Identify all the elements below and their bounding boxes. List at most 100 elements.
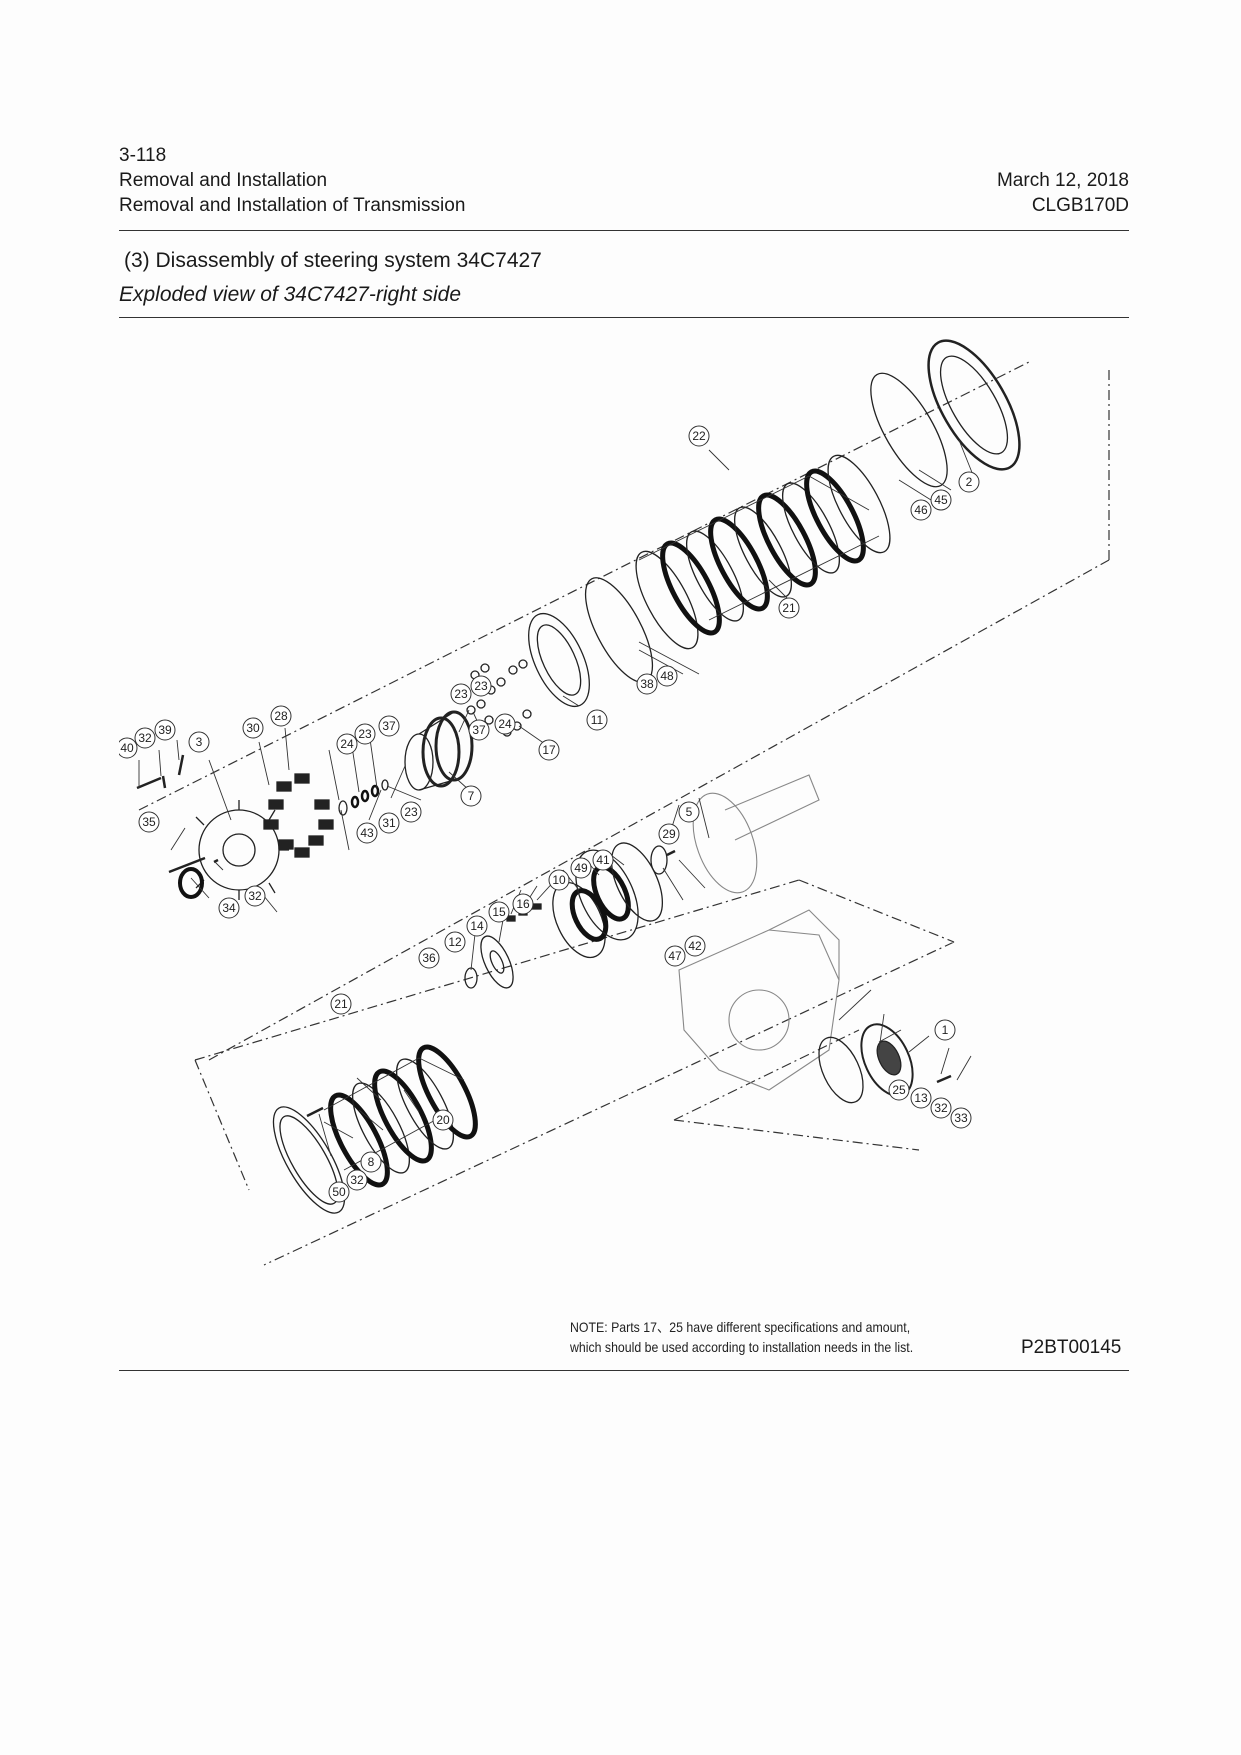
callout-23b: 23	[450, 683, 472, 705]
page-header-left: 3-118 Removal and Installation Removal a…	[119, 143, 465, 218]
callout-label: 16	[516, 897, 530, 911]
block-set-28-30	[263, 773, 334, 858]
callout-24a: 24	[336, 733, 358, 755]
callout-label: 50	[332, 1185, 346, 1199]
callout-37b: 37	[468, 719, 490, 741]
callout-label: 45	[934, 493, 948, 507]
chapter-title: Removal and Installation	[119, 170, 328, 191]
callout-label: 23	[454, 687, 468, 701]
callout-label: 23	[474, 679, 488, 693]
callout-label: 11	[591, 713, 604, 727]
callout-7: 7	[460, 785, 482, 807]
footer-divider	[119, 1370, 1129, 1371]
callout-label: 32	[350, 1173, 364, 1187]
callout-label: 29	[662, 827, 676, 841]
caption-divider	[119, 317, 1129, 318]
callout-label: 48	[660, 669, 674, 683]
callout-label: 17	[542, 743, 556, 757]
callout-20: 20	[432, 1109, 454, 1131]
housing-part-2	[927, 339, 1021, 471]
callout-31: 31	[378, 812, 400, 834]
callout-label: 37	[382, 719, 396, 733]
callout-label: 42	[688, 939, 702, 953]
callout-50: 50	[328, 1181, 350, 1203]
callout-32c: 32	[346, 1169, 368, 1191]
callout-1: 1	[934, 1019, 956, 1041]
callout-43: 43	[356, 822, 378, 844]
callout-label: 21	[334, 997, 348, 1011]
callout-32b: 32	[244, 885, 266, 907]
callout-33: 33	[950, 1107, 972, 1129]
clutch-plates-upper	[635, 454, 891, 650]
callout-17: 17	[538, 739, 560, 761]
callout-label: 40	[120, 741, 134, 755]
section-title: Removal and Installation of Transmission	[119, 195, 466, 216]
hub-part-7	[404, 710, 474, 791]
callout-label: 32	[138, 731, 152, 745]
callout-16: 16	[512, 893, 534, 915]
exploded-view-figure: .ln{fill:none;stroke:#222;stroke-width:1…	[116, 330, 1129, 1360]
note-line-2: which should be used according to instal…	[570, 1339, 914, 1355]
callout-23d: 23	[400, 801, 422, 823]
callout-label: 39	[158, 723, 172, 737]
ring-part-12	[480, 935, 514, 989]
callout-label: 34	[222, 901, 236, 915]
callout-label: 38	[640, 677, 654, 691]
callouts: 40 32 39 3 30 28 24 23 37 23 23 37 24 7 …	[116, 425, 980, 1203]
callout-label: 15	[492, 905, 506, 919]
page-number: 3-118	[119, 145, 167, 166]
callout-23c: 23	[470, 675, 492, 697]
callout-48: 48	[656, 665, 678, 687]
callout-label: 23	[404, 805, 418, 819]
callout-label: 32	[934, 1101, 948, 1115]
note-line-1: NOTE: Parts 17、25 have different specifi…	[570, 1319, 911, 1335]
callout-label: 37	[472, 723, 486, 737]
ring-part-45	[870, 372, 948, 488]
callout-label: 49	[574, 861, 588, 875]
callout-label: 30	[246, 721, 260, 735]
carrier-part-3	[178, 800, 289, 900]
callout-40: 40	[116, 737, 138, 759]
header-divider	[119, 230, 1129, 231]
figure-id: P2BT00145	[1021, 1337, 1122, 1358]
callout-label: 46	[914, 503, 928, 517]
callout-label: 23	[358, 727, 372, 741]
callout-10: 10	[548, 869, 570, 891]
callout-label: 22	[692, 429, 706, 443]
document-date: March 12, 2018	[996, 170, 1129, 191]
callout-11: 11	[586, 709, 608, 731]
callout-21b: 21	[330, 993, 352, 1015]
callout-label: 12	[448, 935, 462, 949]
callout-label: 20	[436, 1113, 450, 1127]
callout-47: 47	[664, 945, 686, 967]
callout-22: 22	[688, 425, 710, 447]
plate-part-8	[272, 1106, 346, 1214]
callout-label: 5	[686, 805, 693, 819]
callout-label: 36	[422, 951, 436, 965]
bolts	[136, 754, 952, 1118]
exploded-view-drawing: .ln{fill:none;stroke:#222;stroke-width:1…	[116, 339, 1110, 1266]
clutch-plates-lower	[323, 1044, 478, 1188]
callout-label: 32	[248, 889, 262, 903]
callout-42: 42	[684, 935, 706, 957]
callout-label: 10	[552, 873, 566, 887]
ring-part-41	[610, 842, 664, 922]
callout-37a: 37	[378, 715, 400, 737]
callout-45: 45	[930, 489, 952, 511]
ring-part-11	[528, 612, 590, 708]
callout-28: 28	[270, 705, 292, 727]
callout-label: 25	[892, 1083, 906, 1097]
callout-35: 35	[138, 811, 160, 833]
callout-label: 31	[382, 816, 396, 830]
figure-note: NOTE: Parts 17、25 have different specifi…	[570, 1317, 913, 1357]
callout-34: 34	[218, 897, 240, 919]
callout-label: 13	[914, 1091, 928, 1105]
callout-23a: 23	[354, 723, 376, 745]
callout-46: 46	[910, 499, 932, 521]
callout-label: 14	[470, 919, 484, 933]
ring-part-42	[650, 845, 668, 875]
callout-label: 3	[196, 735, 203, 749]
ring-part-38	[584, 577, 654, 683]
callout-25: 25	[888, 1079, 910, 1101]
step-heading: (3) Disassembly of steering system 34C74…	[124, 249, 542, 273]
